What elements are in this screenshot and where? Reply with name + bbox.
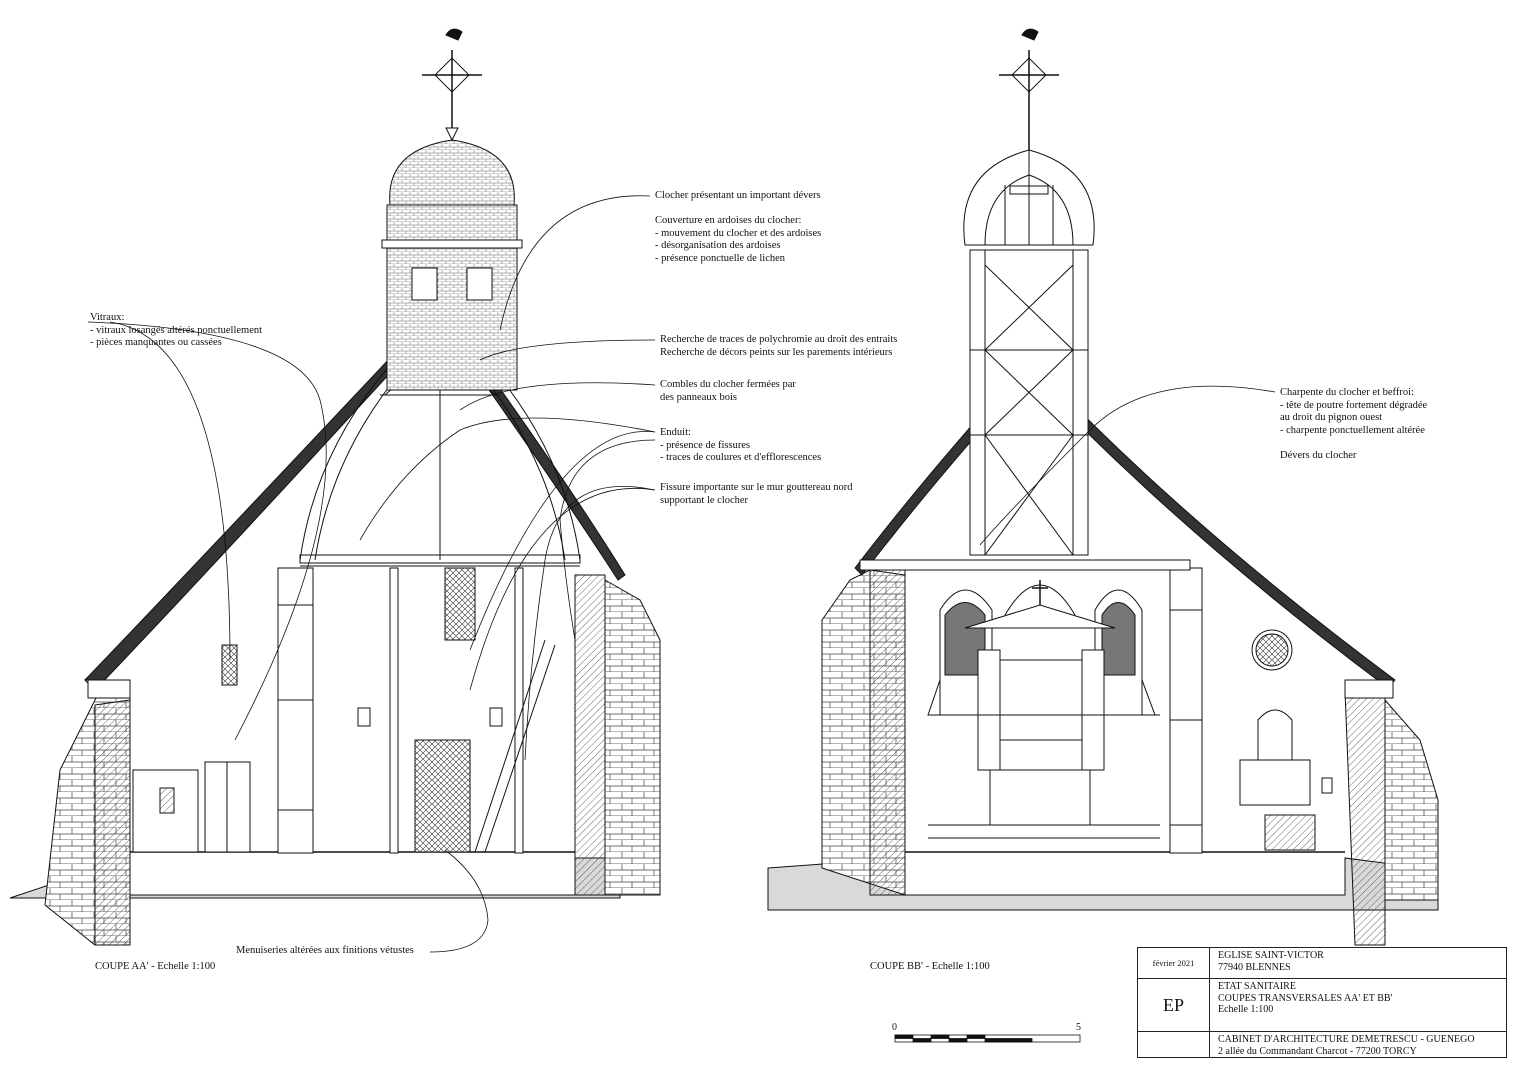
note-fissure: Fissure importante sur le mur gouttereau… xyxy=(660,482,853,506)
belfry-aa xyxy=(386,204,518,391)
title-block: février 2021 EGLISE SAINT-VICTOR 77940 B… xyxy=(1137,947,1507,1058)
belfry-bb xyxy=(969,249,1089,556)
title-row-project: février 2021 EGLISE SAINT-VICTOR 77940 B… xyxy=(1138,948,1506,979)
right-wall-aa xyxy=(574,574,606,896)
note-enduit: Enduit: - présence de fissures - traces … xyxy=(660,427,822,464)
project-name: EGLISE SAINT-VICTOR 77940 BLENNES xyxy=(1218,950,1324,973)
drawing-title: ETAT SANITAIRE COUPES TRANSVERSALES AA' … xyxy=(1218,981,1393,1015)
office-name: CABINET D'ARCHITECTURE DEMETRESCU - GUEN… xyxy=(1218,1034,1475,1057)
retable xyxy=(964,604,1116,629)
scale-bar xyxy=(894,1034,1081,1043)
note-charpente: Charpente du clocher et beffroi: - tête … xyxy=(1280,387,1428,461)
note-menuiseries: Menuiseries altérées aux finitions vétus… xyxy=(236,945,414,956)
caption-coupe-aa: COUPE AA' - Echelle 1:100 xyxy=(95,961,216,972)
section-bb xyxy=(767,28,1439,946)
drawing-date: février 2021 xyxy=(1152,958,1195,968)
caption-coupe-bb: COUPE BB' - Echelle 1:100 xyxy=(870,961,990,972)
section-aa xyxy=(9,28,661,946)
note-vitraux: Vitraux: - vitraux losangés altérés ponc… xyxy=(90,312,263,349)
note-clocher: Clocher présentant un important dévers C… xyxy=(655,190,822,264)
scale-start-label: 0 xyxy=(892,1022,897,1033)
note-polychromie: Recherche de traces de polychromie au dr… xyxy=(660,334,898,358)
title-row-office: CABINET D'ARCHITECTURE DEMETRESCU - GUEN… xyxy=(1138,1032,1506,1057)
annotation-leaders xyxy=(87,195,1276,953)
bell-dome-aa xyxy=(389,139,515,206)
scale-end-label: 5 xyxy=(1076,1022,1081,1033)
phase-code: EP xyxy=(1162,994,1184,1015)
note-combles: Combles du clocher fermées par des panne… xyxy=(660,379,796,403)
title-row-drawing: EP ETAT SANITAIRE COUPES TRANSVERSALES A… xyxy=(1138,979,1506,1032)
